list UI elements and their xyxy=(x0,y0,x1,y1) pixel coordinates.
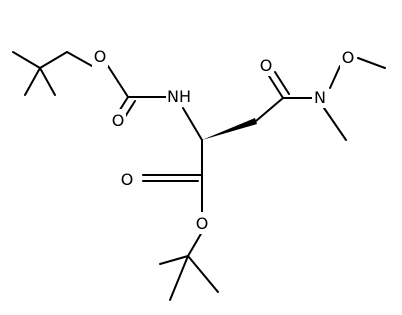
atom-o-boc-carbonyl: O xyxy=(110,109,126,131)
atom-label: O xyxy=(342,48,355,67)
atom-label: N xyxy=(314,88,326,107)
bond xyxy=(274,71,290,95)
bond xyxy=(182,107,203,141)
wedge-bond xyxy=(202,118,257,140)
atom-o-amide-carbonyl: O xyxy=(258,54,274,76)
atom-label: O xyxy=(260,56,273,75)
bond xyxy=(255,97,284,122)
bond xyxy=(329,65,341,89)
atom-label: O xyxy=(121,170,134,189)
bond xyxy=(169,255,189,301)
bond xyxy=(39,67,56,96)
atom-label: O xyxy=(196,214,209,233)
atom-label: O xyxy=(94,47,107,66)
bond xyxy=(187,255,219,293)
bond xyxy=(24,67,41,96)
bond xyxy=(159,255,189,265)
bond xyxy=(187,231,203,257)
bond xyxy=(268,75,284,99)
bond xyxy=(107,65,129,98)
bond xyxy=(357,57,386,69)
bond xyxy=(39,51,68,69)
atom-o-ester-ether: O xyxy=(194,212,210,234)
atom-o-methoxy: O xyxy=(340,46,356,68)
atom-label: NH xyxy=(167,87,191,106)
atom-o-boc-ether: O xyxy=(92,45,108,67)
bond xyxy=(66,51,93,67)
bond xyxy=(12,51,41,69)
atom-nh: NH xyxy=(166,85,192,107)
atom-o-ester-carbonyl: O xyxy=(119,168,135,190)
atom-label: O xyxy=(112,111,125,130)
atom-n-amide: N xyxy=(312,86,328,108)
bond xyxy=(323,107,347,141)
